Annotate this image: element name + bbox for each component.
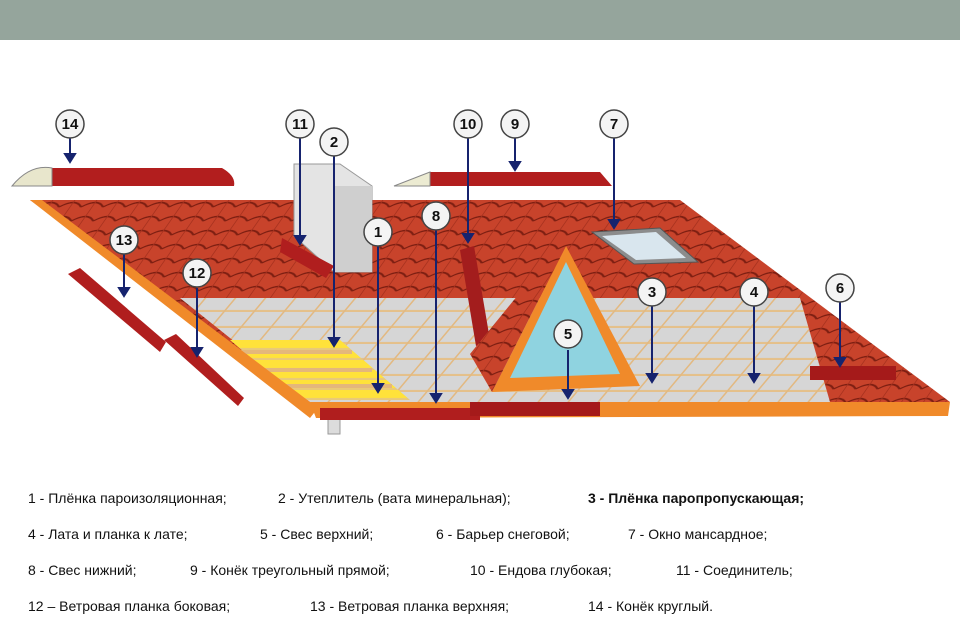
callout-7: 7 — [610, 116, 618, 133]
eave-trim — [30, 200, 318, 418]
callout-13: 13 — [116, 232, 133, 249]
legend-item-13: 13 - Ветровая планка верхняя; — [310, 598, 510, 614]
legend-item-12: 12 – Ветровая планка боковая; — [28, 598, 231, 614]
legend-item-8: 8 - Свес нижний; — [28, 562, 137, 578]
callout-3: 3 — [648, 284, 656, 301]
legend-item-7: 7 - Окно мансардное; — [628, 526, 768, 542]
legend-item-9: 9 - Конёк треугольный прямой; — [190, 562, 390, 578]
callout-12: 12 — [189, 265, 206, 282]
callout-14: 14 — [62, 116, 79, 133]
ridge-round — [12, 167, 235, 186]
legend-item-6: 6 - Барьер снеговой; — [436, 526, 570, 542]
callout-8: 8 — [432, 208, 440, 225]
header-bar — [0, 0, 960, 40]
roof-diagram: 14 11 2 10 9 7 13 1 8 12 3 4 6 5 — [10, 109, 950, 435]
callout-11: 11 — [292, 116, 308, 133]
legend-item-14: 14 - Конёк круглый. — [588, 598, 713, 614]
wind-strip-side — [164, 334, 244, 406]
legend-item-11: 11 - Соединитель; — [676, 562, 793, 578]
legend-item-5: 5 - Свес верхний; — [260, 526, 374, 542]
ridge-triangular — [394, 172, 612, 186]
legend-item-2: 2 - Утеплитель (вата минеральная); — [278, 490, 511, 506]
callout-1: 1 — [374, 224, 382, 241]
callout-5: 5 — [564, 326, 572, 343]
legend-item-3: 3 - Плёнка паропропускающая; — [588, 490, 805, 506]
wind-strip-top — [68, 268, 166, 352]
callout-4: 4 — [750, 284, 759, 301]
snow-barrier — [810, 366, 896, 380]
valley — [460, 246, 490, 346]
legend-item-4: 4 - Лата и планка к лате; — [28, 526, 188, 542]
callout-10: 10 — [460, 116, 477, 133]
legend-row: 8 - Свес нижний; 9 - Конёк треугольный п… — [28, 562, 948, 598]
callout-6: 6 — [836, 280, 844, 297]
legend-item-10: 10 - Ендова глубокая; — [470, 562, 612, 578]
callout-2: 2 — [330, 134, 338, 151]
legend-row: 1 - Плёнка пароизоляционная; 2 - Утеплит… — [28, 490, 948, 526]
legend-item-1: 1 - Плёнка пароизоляционная; — [28, 490, 227, 506]
legend: 1 - Плёнка пароизоляционная; 2 - Утеплит… — [28, 490, 948, 634]
legend-row: 4 - Лата и планка к лате; 5 - Свес верхн… — [28, 526, 948, 562]
callout-9: 9 — [511, 116, 519, 133]
legend-row: 12 – Ветровая планка боковая; 13 - Ветро… — [28, 598, 948, 634]
